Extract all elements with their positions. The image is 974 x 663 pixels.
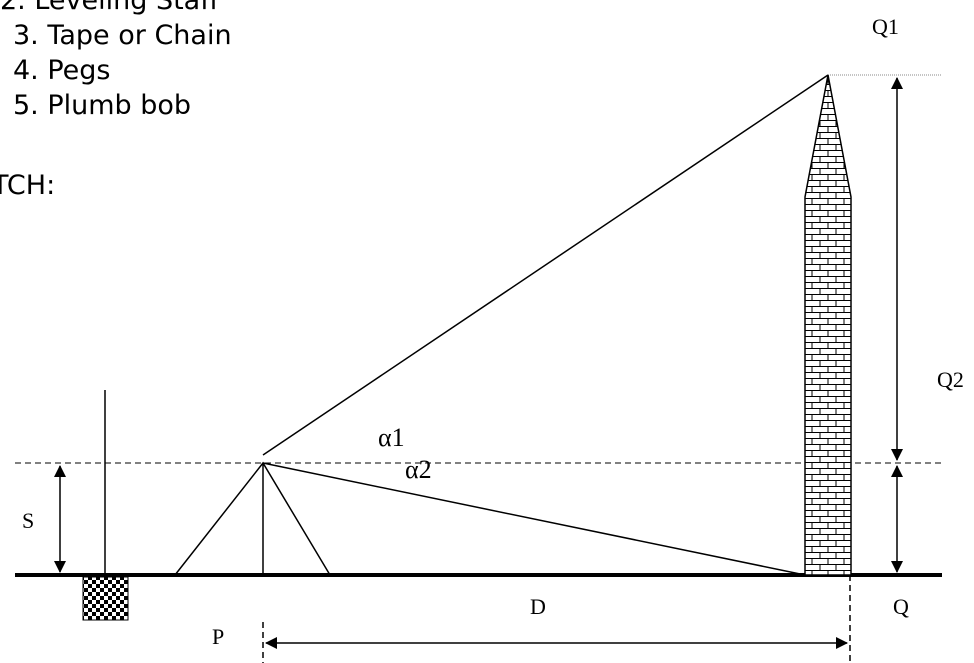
sketch-heading: TCH: — [0, 170, 56, 201]
label-q: Q — [893, 594, 909, 619]
equipment-item: 3. Tape or Chain — [13, 20, 232, 51]
label-q1: Q1 — [872, 14, 899, 39]
equipment-list: 2. Leveling Staff 3. Tape or Chain 4. Pe… — [0, 0, 232, 123]
sight-line-to-base — [262, 462, 806, 576]
label-p: P — [212, 624, 224, 649]
label-alpha1: α1 — [378, 423, 405, 452]
label-d: D — [530, 594, 546, 619]
equipment-item: 4. Pegs — [13, 55, 111, 86]
sight-line-to-top — [262, 74, 829, 456]
label-q2: Q2 — [937, 367, 964, 392]
staff-base-peg — [82, 576, 129, 621]
label-s: S — [22, 508, 34, 533]
label-alpha2: α2 — [405, 455, 432, 484]
tripod — [174, 461, 331, 576]
equipment-item: 5. Plumb bob — [13, 90, 192, 121]
equipment-item: 2. Leveling Staff — [0, 0, 219, 16]
tower — [804, 74, 852, 576]
